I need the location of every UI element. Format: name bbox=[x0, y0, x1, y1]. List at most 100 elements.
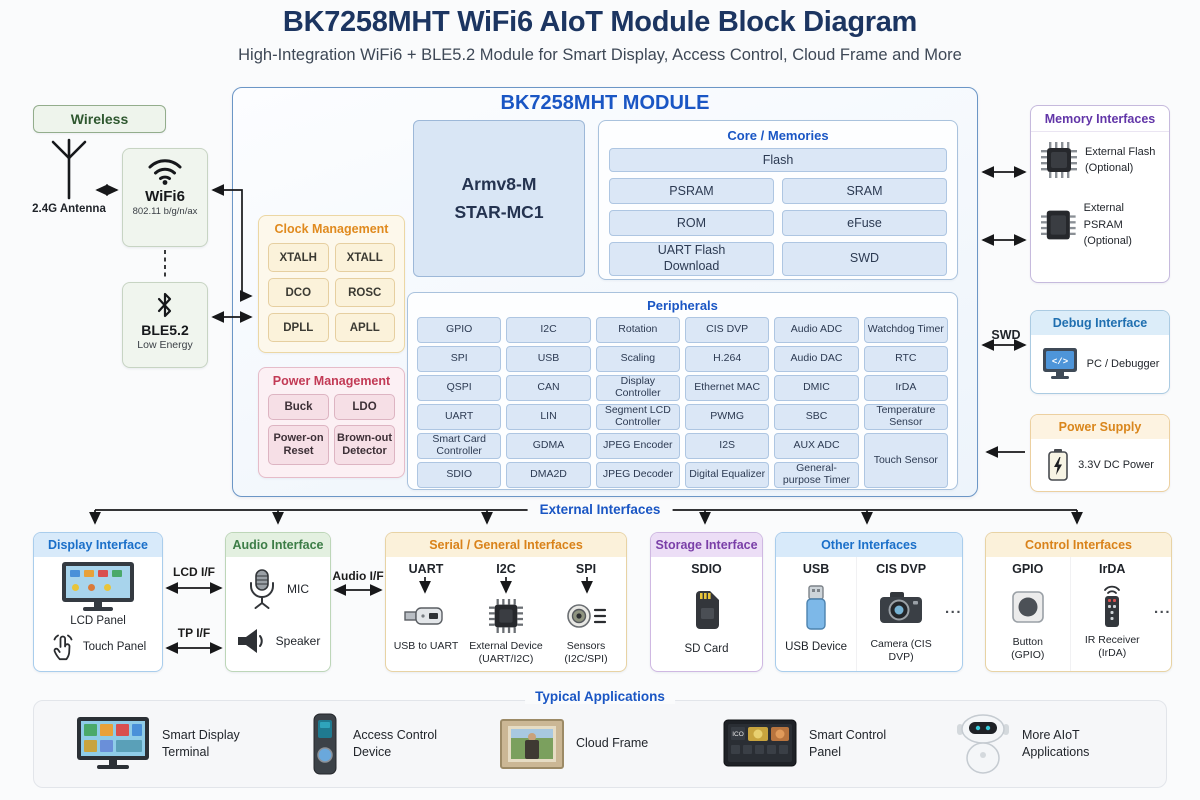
module-title: BK7258MHT MODULE bbox=[500, 92, 710, 114]
app-smart-panel: ICO Smart Control Panel bbox=[723, 719, 911, 769]
ir-receiver-label: IR Receiver (IrDA) bbox=[1084, 634, 1140, 660]
display-interface-panel: Display Interface LCD Panel bbox=[33, 532, 163, 672]
peripheral-cell: IrDA bbox=[863, 375, 948, 401]
power-cell: LDO bbox=[334, 394, 395, 420]
speaker-item: Speaker bbox=[226, 627, 330, 655]
clock-cell: DPLL bbox=[268, 313, 329, 342]
uart-column: UART USB to UART bbox=[386, 557, 466, 671]
flash-cell: Flash bbox=[609, 148, 947, 172]
app-more-aiot: More AIoT Applications bbox=[956, 714, 1124, 774]
power-cell: Power-on Reset bbox=[268, 425, 329, 465]
wifi-block: WiFi6 802.11 b/g/n/ax bbox=[122, 148, 208, 247]
ir-remote-icon bbox=[1104, 585, 1121, 627]
peripheral-cell: I2S bbox=[685, 433, 770, 459]
swd-bus-label: SWD bbox=[991, 328, 1021, 342]
peripheral-cell: JPEG Encoder bbox=[595, 433, 680, 459]
clock-cell: DCO bbox=[268, 278, 329, 307]
peripheral-cell: SPI bbox=[417, 346, 502, 372]
control-interfaces-panel: Control Interfaces GPIO Button (GPIO) Ir… bbox=[985, 532, 1172, 672]
power-management-panel: Power Management Buck LDO Power-on Reset… bbox=[258, 367, 405, 478]
debug-interface-panel: Debug Interface </> PC / Debugger bbox=[1030, 310, 1170, 394]
lcd-if-label: LCD I/F bbox=[173, 565, 215, 579]
core-cell: PSRAM bbox=[609, 178, 774, 204]
page-title: BK7258MHT WiFi6 AIoT Module Block Diagra… bbox=[282, 6, 918, 38]
button-label: Button (GPIO) bbox=[1011, 636, 1045, 662]
power-grid: Buck LDO Power-on Reset Brown-out Detect… bbox=[268, 394, 395, 465]
sdio-column: SDIO SD Card bbox=[651, 557, 762, 671]
touch-icon bbox=[53, 634, 73, 661]
debug-interface-body: </> PC / Debugger bbox=[1031, 335, 1169, 393]
external-interfaces-label: External Interfaces bbox=[527, 502, 673, 517]
core-cell: SRAM bbox=[782, 178, 947, 204]
peripheral-cell-touch-sensor: Touch Sensor bbox=[863, 433, 948, 488]
usb-column: USB USB Device bbox=[776, 557, 856, 671]
peripheral-cell: Smart Card Controller bbox=[417, 433, 502, 459]
peripheral-cell: CAN bbox=[506, 375, 591, 401]
spi-bus-label: SPI bbox=[575, 562, 597, 576]
button-icon bbox=[1011, 591, 1044, 623]
peripheral-cell: PWMG bbox=[685, 404, 770, 430]
usb-bus-label: USB bbox=[802, 562, 830, 576]
power-cell: Buck bbox=[268, 394, 329, 420]
peripheral-cell: Digital Equalizer bbox=[685, 462, 770, 488]
power-cell: Brown-out Detector bbox=[334, 425, 395, 465]
core-cell: UART Flash Download bbox=[609, 242, 774, 276]
core-cell-label: UART Flash Download bbox=[657, 243, 726, 273]
gpio-column: GPIO Button (GPIO) bbox=[986, 557, 1070, 671]
external-flash-label: External Flash bbox=[1085, 145, 1156, 158]
external-flash-item: External Flash (Optional) bbox=[1031, 142, 1169, 178]
typical-applications-panel: Smart Display Terminal Access Control De… bbox=[33, 700, 1167, 788]
peripheral-cell: USB bbox=[506, 346, 591, 372]
peripheral-cell: DMA2D bbox=[506, 462, 591, 488]
i2c-column: I2C External Device (UART/I2C) bbox=[466, 557, 546, 671]
cpu-line2: STAR-MC1 bbox=[454, 201, 544, 222]
external-device-label: External Device (UART/I2C) bbox=[469, 640, 543, 666]
peripheral-cell: SBC bbox=[774, 404, 859, 430]
app-access-control-label: Access Control Device bbox=[353, 727, 438, 760]
i2c-bus-label: I2C bbox=[496, 562, 516, 576]
power-supply-panel: Power Supply 3.3V DC Power bbox=[1030, 414, 1170, 492]
peripheral-cell: H.264 bbox=[685, 346, 770, 372]
pc-debugger-icon: </> bbox=[1042, 348, 1077, 379]
peripheral-cell: GDMA bbox=[506, 433, 591, 459]
cloud-frame-icon bbox=[500, 719, 564, 769]
core-cell: ROM bbox=[609, 210, 774, 236]
ble-block: BLE5.2 Low Energy bbox=[122, 282, 208, 368]
irda-column: IrDA IR Receiver (IrDA) bbox=[1069, 557, 1155, 671]
peripheral-cell: I2C bbox=[506, 317, 591, 343]
sensors-label: Sensors (I2C/SPI) bbox=[564, 640, 608, 666]
peripheral-cell: QSPI bbox=[417, 375, 502, 401]
peripheral-cell: Temperature Sensor bbox=[863, 404, 948, 430]
clock-cell: XTALH bbox=[268, 243, 329, 272]
sd-card-icon bbox=[695, 591, 719, 629]
ble-subtitle: Low Energy bbox=[137, 339, 193, 351]
peripheral-cell: GPIO bbox=[417, 317, 502, 343]
memory-interfaces-title: Memory Interfaces bbox=[1031, 106, 1169, 132]
peripherals-title: Peripherals bbox=[647, 298, 718, 313]
clock-management-panel: Clock Management XTALH XTALL DCO ROSC DP… bbox=[258, 215, 405, 353]
usb-device-icon bbox=[806, 585, 826, 630]
control-interfaces-title: Control Interfaces bbox=[986, 533, 1171, 557]
usb-to-uart-icon bbox=[404, 607, 443, 625]
other-interfaces-title: Other Interfaces bbox=[776, 533, 962, 557]
camera-label: Camera (CIS DVP) bbox=[870, 638, 932, 664]
clock-cell: ROSC bbox=[334, 278, 395, 307]
mic-icon bbox=[250, 569, 274, 609]
peripheral-cell: UART bbox=[417, 404, 502, 430]
other-interfaces-panel: Other Interfaces USB USB Device CIS DVP bbox=[775, 532, 963, 672]
clock-grid: XTALH XTALL DCO ROSC DPLL APLL bbox=[268, 243, 395, 342]
peripherals-panel: Peripherals GPIO I2C Rotation CIS DVP Au… bbox=[407, 292, 958, 490]
spi-column: SPI Sensors (I2C/SPI) bbox=[546, 557, 626, 671]
cpu-line1: Armv8-M bbox=[461, 174, 537, 195]
peripheral-cell: LIN bbox=[506, 404, 591, 430]
app-cloud-frame: Cloud Frame bbox=[500, 719, 678, 769]
sdio-bus-label: SDIO bbox=[691, 562, 722, 576]
lcd-panel-icon bbox=[62, 562, 134, 611]
antenna-label: 2.4G Antenna bbox=[32, 203, 106, 215]
flash-chip-icon bbox=[1041, 142, 1077, 178]
bluetooth-icon bbox=[157, 292, 172, 318]
peripherals-grid: GPIO I2C Rotation CIS DVP Audio ADC Watc… bbox=[417, 317, 948, 488]
peripheral-cell: Audio DAC bbox=[774, 346, 859, 372]
usb-device-label: USB Device bbox=[785, 641, 848, 653]
